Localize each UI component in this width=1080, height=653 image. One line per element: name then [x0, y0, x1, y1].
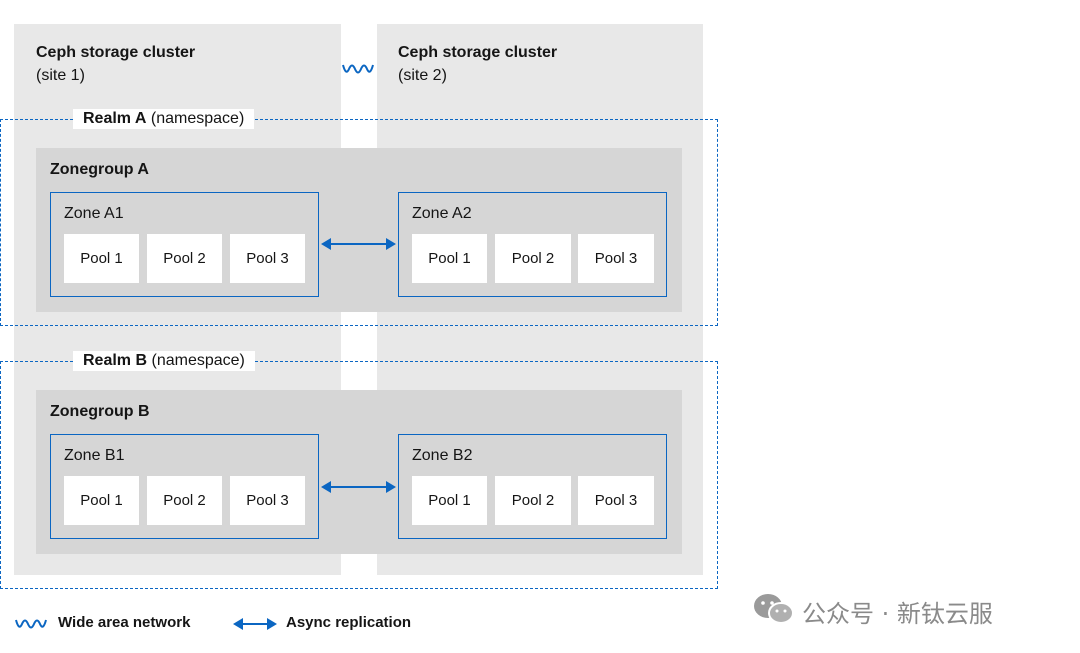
site-1-label: Ceph storage cluster (site 1) — [36, 41, 195, 87]
realm-a-suffix: (namespace) — [150, 110, 245, 127]
realm-b-label: Realm B (namespace) — [73, 351, 255, 371]
realm-a-name: Realm A — [83, 110, 147, 127]
site-1-title: Ceph storage cluster — [36, 44, 196, 61]
legend-wan-icon — [15, 619, 47, 629]
pool-b1-3: Pool 3 — [230, 476, 305, 525]
zone-a1-label: Zone A1 — [64, 205, 124, 222]
replication-arrow-a — [321, 238, 396, 250]
pool-a1-3: Pool 3 — [230, 234, 305, 283]
pool-b2-3: Pool 3 — [578, 476, 654, 525]
wan-icon — [342, 64, 374, 74]
pool-b2-1: Pool 1 — [412, 476, 487, 525]
pool-a1-2: Pool 2 — [147, 234, 222, 283]
realm-b-suffix: (namespace) — [151, 352, 245, 369]
pool-a2-1: Pool 1 — [412, 234, 487, 283]
pool-a1-1: Pool 1 — [64, 234, 139, 283]
legend-async-icon — [233, 618, 277, 630]
pool-b1-1: Pool 1 — [64, 476, 139, 525]
pool-a2-2: Pool 2 — [495, 234, 571, 283]
zonegroup-b-label: Zonegroup B — [50, 403, 150, 420]
site-2-label: Ceph storage cluster (site 2) — [398, 41, 557, 87]
realm-b-name: Realm B — [83, 352, 148, 369]
zone-a2-label: Zone A2 — [412, 205, 472, 222]
wechat-icon — [754, 594, 794, 624]
replication-arrow-b — [321, 481, 396, 493]
site-2-title: Ceph storage cluster — [398, 44, 558, 61]
zone-b1-label: Zone B1 — [64, 447, 125, 464]
site-2-subtitle: (site 2) — [398, 67, 447, 84]
pool-b1-2: Pool 2 — [147, 476, 222, 525]
realm-b-box — [0, 361, 718, 589]
legend-wan-label: Wide area network — [58, 614, 191, 631]
pool-a2-3: Pool 3 — [578, 234, 654, 283]
pool-b2-2: Pool 2 — [495, 476, 571, 525]
site-1-subtitle: (site 1) — [36, 67, 85, 84]
zone-b2-label: Zone B2 — [412, 447, 473, 464]
watermark-text: 公众号 · 新钛云服 — [802, 600, 993, 628]
legend-async-label: Async replication — [286, 614, 412, 631]
zonegroup-a-label: Zonegroup A — [50, 161, 149, 178]
realm-a-box — [0, 119, 718, 326]
realm-a-label: Realm A (namespace) — [73, 109, 255, 129]
